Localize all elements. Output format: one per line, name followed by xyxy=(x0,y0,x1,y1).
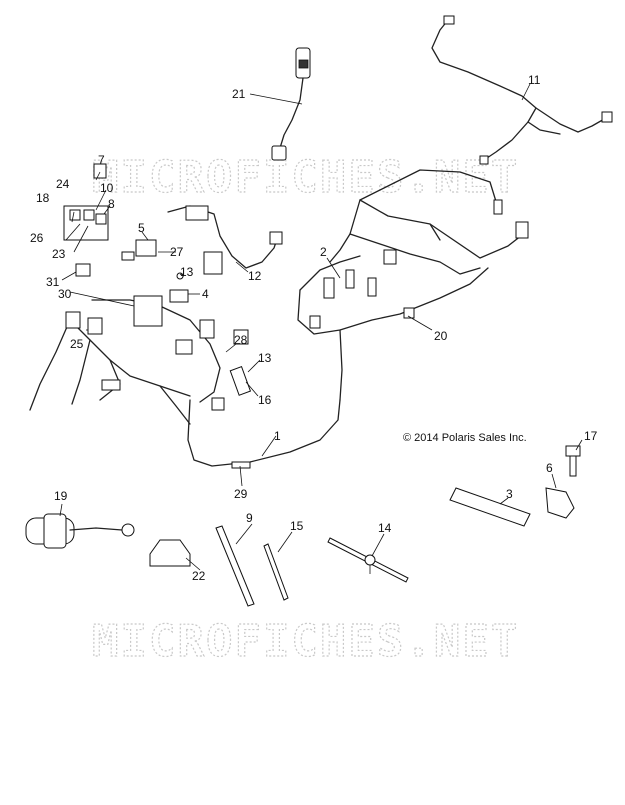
callout-28: 28 xyxy=(234,333,248,347)
callout-6: 6 xyxy=(546,461,553,475)
callout-2: 2 xyxy=(320,245,327,259)
part-19-socket xyxy=(25,513,135,549)
callout-9: 9 xyxy=(246,511,253,525)
part-21-sensor-harness xyxy=(271,47,311,161)
callout-26: 26 xyxy=(30,231,44,245)
watermark-top: MICROFICHES.NET xyxy=(92,152,519,203)
callout-13a: 13 xyxy=(180,265,194,279)
callout-7: 7 xyxy=(98,153,105,167)
part-1-harness-loop xyxy=(187,399,341,469)
callout-25: 25 xyxy=(70,337,84,351)
callout-23: 23 xyxy=(52,247,66,261)
part-11-rear-harness xyxy=(431,15,613,165)
part-15-cable-tie xyxy=(263,543,289,601)
callout-12: 12 xyxy=(248,269,262,283)
part-20-main-harness xyxy=(297,169,529,401)
callout-27: 27 xyxy=(170,245,184,259)
part-12-front-harness xyxy=(29,205,283,425)
callout-19: 19 xyxy=(54,489,68,503)
part-relay-block xyxy=(63,163,252,396)
callout-17: 17 xyxy=(584,429,598,443)
part-14-push-tie xyxy=(327,537,409,583)
part-17-screw xyxy=(565,445,581,477)
callout-14: 14 xyxy=(378,521,392,535)
callout-30: 30 xyxy=(58,287,72,301)
part-22-clip xyxy=(149,539,191,567)
callout-8: 8 xyxy=(108,197,115,211)
watermark-bottom: MICROFICHES.NET xyxy=(92,616,519,667)
callout-31: 31 xyxy=(46,275,60,289)
part-9-cable-tie xyxy=(215,525,255,607)
callout-13b: 13 xyxy=(258,351,272,365)
callout-21: 21 xyxy=(232,87,246,101)
part-3-tape xyxy=(449,487,531,527)
callout-22: 22 xyxy=(192,569,206,583)
callout-10: 10 xyxy=(100,181,114,195)
callout-11: 11 xyxy=(528,73,541,87)
leader-lines xyxy=(59,83,583,571)
callout-20: 20 xyxy=(434,329,448,343)
callout-16: 16 xyxy=(258,393,272,407)
callout-29: 29 xyxy=(234,487,248,501)
callout-4: 4 xyxy=(202,287,209,301)
callout-24: 24 xyxy=(56,177,70,191)
callout-1: 1 xyxy=(274,429,281,443)
callout-3: 3 xyxy=(506,487,513,501)
callout-18: 18 xyxy=(36,191,50,205)
callout-15: 15 xyxy=(290,519,304,533)
part-6-p-clamp xyxy=(545,487,575,519)
callout-5: 5 xyxy=(138,221,145,235)
copyright-notice: © 2014 Polaris Sales Inc. xyxy=(403,432,527,444)
callouts: 1 2 3 4 5 6 7 8 9 10 11 12 13 13 14 15 1… xyxy=(30,73,598,583)
